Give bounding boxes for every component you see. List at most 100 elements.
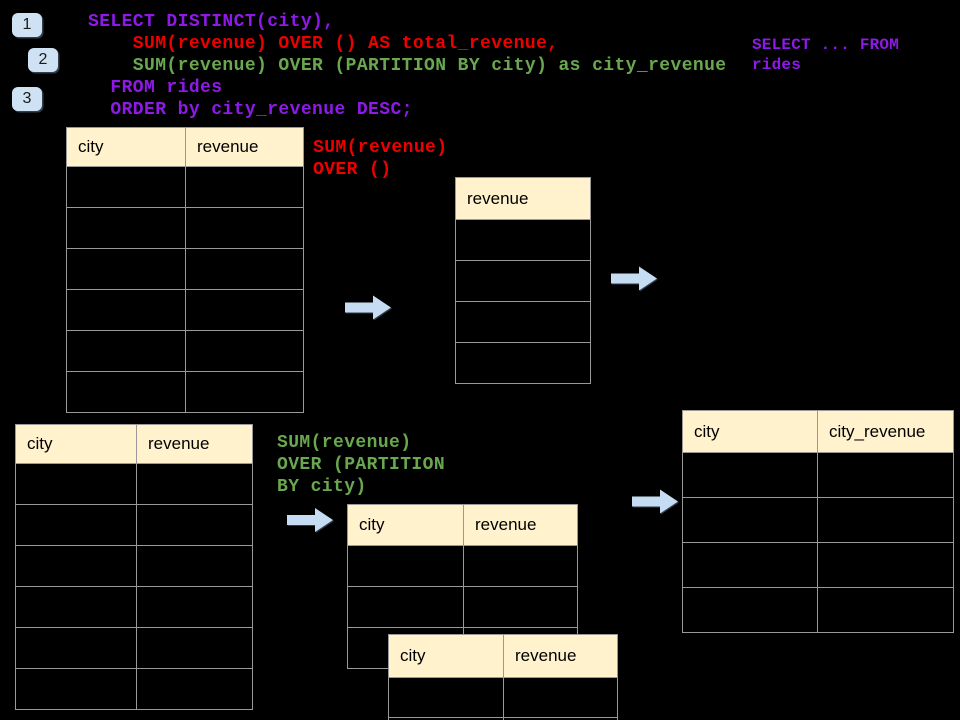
empty-table-row — [66, 330, 304, 372]
column-header: city — [347, 504, 464, 546]
empty-table-row — [15, 504, 253, 546]
code-line: OVER () — [313, 160, 392, 180]
empty-cell — [15, 586, 137, 628]
from-rides-note: SELECT ... FROM rides — [752, 35, 899, 75]
code-line: SELECT ... FROM — [752, 36, 900, 54]
empty-cell — [455, 260, 591, 302]
empty-cell — [503, 717, 618, 720]
code-line: FROM rides — [88, 78, 223, 98]
sum-over-annotation: SUM(revenue)OVER () — [313, 137, 447, 181]
empty-cell — [185, 330, 304, 372]
empty-table-row — [347, 545, 578, 587]
empty-cell — [682, 587, 818, 633]
empty-cell — [347, 545, 464, 587]
empty-table-row — [15, 586, 253, 628]
empty-cell — [15, 627, 137, 669]
column-header: revenue — [455, 177, 591, 220]
empty-cell — [136, 545, 253, 587]
empty-cell — [682, 452, 818, 498]
code-line: ORDER by city_revenue DESC; — [88, 100, 413, 120]
code-line: rides — [752, 56, 802, 74]
code-line: SUM(revenue) — [277, 433, 412, 453]
empty-cell — [463, 586, 578, 628]
column-header: city — [682, 410, 818, 453]
flow-arrow-icon — [345, 295, 391, 320]
empty-cell — [136, 463, 253, 505]
code-line: BY city) — [277, 477, 367, 497]
code-line: SUM(revenue) OVER (PARTITION BY city) as… — [88, 56, 727, 76]
empty-cell — [388, 677, 504, 718]
empty-cell — [185, 371, 304, 413]
column-header: city_revenue — [817, 410, 954, 453]
step-badge-2: 2 — [28, 48, 58, 72]
column-header: revenue — [185, 127, 304, 167]
table-header-row: revenue — [455, 177, 591, 220]
step-badge-3: 3 — [12, 87, 42, 111]
empty-cell — [136, 504, 253, 546]
empty-table-row — [15, 627, 253, 669]
empty-table-row — [15, 545, 253, 587]
empty-table-row — [455, 342, 591, 384]
empty-table-row — [682, 587, 954, 633]
empty-cell — [682, 542, 818, 588]
column-header: revenue — [503, 634, 618, 678]
empty-table-row — [66, 207, 304, 249]
empty-table-row — [455, 219, 591, 261]
empty-cell — [185, 248, 304, 290]
flow-arrow-icon — [611, 266, 657, 291]
column-header: revenue — [463, 504, 578, 546]
empty-cell — [817, 497, 954, 543]
code-line: SELECT DISTINCT(city), — [88, 12, 335, 32]
empty-cell — [15, 668, 137, 710]
code-line: OVER (PARTITION — [277, 455, 446, 475]
empty-cell — [185, 166, 304, 208]
empty-cell — [15, 545, 137, 587]
empty-cell — [136, 627, 253, 669]
column-header: city — [15, 424, 137, 464]
empty-cell — [66, 207, 186, 249]
code-line: SUM(revenue) — [313, 138, 448, 158]
empty-cell — [455, 342, 591, 384]
flow-arrow-icon — [632, 489, 678, 514]
empty-cell — [817, 542, 954, 588]
empty-cell — [66, 166, 186, 208]
column-header: city — [388, 634, 504, 678]
column-header: revenue — [136, 424, 253, 464]
empty-cell — [136, 668, 253, 710]
empty-cell — [136, 586, 253, 628]
empty-cell — [347, 586, 464, 628]
empty-cell — [463, 545, 578, 587]
empty-cell — [185, 207, 304, 249]
empty-table-row — [455, 301, 591, 343]
empty-cell — [185, 289, 304, 331]
empty-table-row — [347, 586, 578, 628]
empty-cell — [503, 677, 618, 718]
sql-query-code: SELECT DISTINCT(city), SUM(revenue) OVER… — [88, 11, 727, 121]
empty-table-row — [15, 463, 253, 505]
empty-table-row — [66, 289, 304, 331]
empty-table-row — [455, 260, 591, 302]
empty-cell — [455, 301, 591, 343]
empty-cell — [66, 289, 186, 331]
empty-cell — [15, 463, 137, 505]
empty-cell — [682, 497, 818, 543]
empty-table-row — [15, 668, 253, 710]
empty-cell — [817, 452, 954, 498]
empty-table-row — [388, 717, 618, 720]
empty-cell — [66, 330, 186, 372]
flow-arrow-icon — [287, 508, 333, 532]
empty-table-row — [388, 677, 618, 718]
empty-cell — [66, 371, 186, 413]
code-line: SUM(revenue) OVER () AS total_revenue, — [88, 34, 559, 54]
empty-cell — [15, 504, 137, 546]
